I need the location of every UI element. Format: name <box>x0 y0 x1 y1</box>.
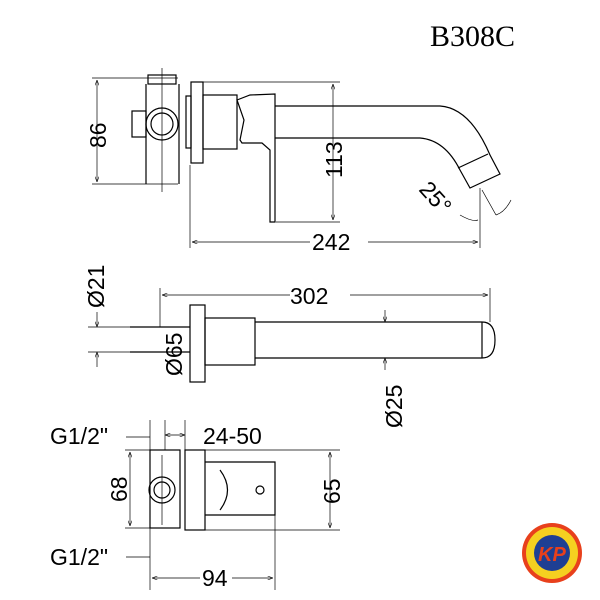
dim-242: 242 <box>312 229 350 255</box>
dim-24-50: 24-50 <box>203 423 262 449</box>
kp-logo: KP <box>522 523 582 583</box>
dim-d21: Ø21 <box>83 265 109 308</box>
dim-25-degrees: 25° <box>414 176 457 219</box>
dim-d65: Ø65 <box>161 333 187 376</box>
label-g12-bottom: G1/2" <box>50 544 108 570</box>
dim-113: 113 <box>321 141 347 178</box>
label-g12-top: G1/2" <box>50 423 108 449</box>
dim-68: 68 <box>106 476 132 502</box>
top-view: Ø21 302 Ø65 Ø25 <box>83 265 496 428</box>
dim-65: 65 <box>319 478 345 504</box>
side-view: 86 113 242 25° <box>85 68 512 255</box>
front-view: G1/2" G1/2" 24-50 68 65 94 <box>50 420 345 591</box>
svg-text:KP: KP <box>538 544 566 566</box>
dim-86: 86 <box>85 122 111 148</box>
dim-94: 94 <box>202 565 228 591</box>
dim-d25: Ø25 <box>381 385 407 428</box>
model-title: B308C <box>430 20 515 53</box>
dim-302: 302 <box>290 283 328 309</box>
